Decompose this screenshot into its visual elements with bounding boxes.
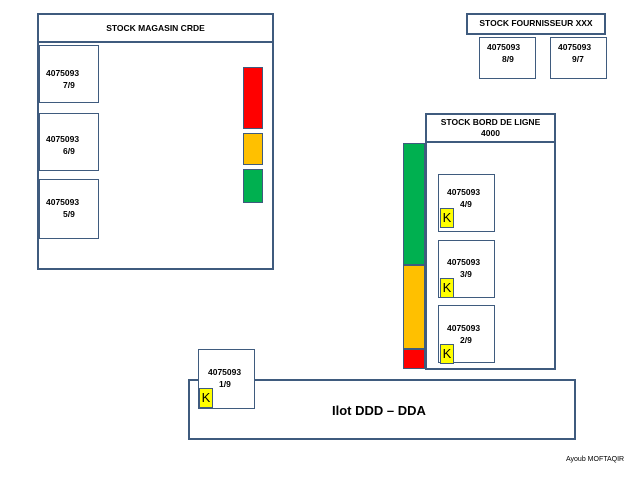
bord-card-3-num: 3/9 bbox=[460, 269, 472, 279]
ilot-title: Ilot DDD – DDA bbox=[332, 403, 426, 418]
magasin-signal-orange bbox=[243, 133, 263, 165]
magasin-signal-green bbox=[243, 169, 263, 203]
stock-bord-ligne-title-box bbox=[425, 113, 556, 143]
magasin-card-5-ref: 4075093 bbox=[46, 197, 80, 207]
bord-signal-green bbox=[403, 143, 425, 265]
bord-card-4-num: 4/9 bbox=[460, 199, 472, 209]
stock-magasin-title-box bbox=[37, 13, 274, 43]
bord-card-4-ref: 4075093 bbox=[447, 187, 481, 197]
stock-bord-ligne-title: STOCK BORD DE LIGNE bbox=[440, 117, 541, 127]
bord-card-3-ref: 4075093 bbox=[447, 257, 481, 267]
fournisseur-card-8-num: 8/9 bbox=[502, 54, 514, 64]
magasin-card-5-num: 5/9 bbox=[63, 209, 75, 219]
magasin-card-7-ref: 4075093 bbox=[46, 68, 80, 78]
magasin-card-6-num: 6/9 bbox=[63, 146, 75, 156]
fournisseur-card-9-ref: 4075093 bbox=[558, 42, 592, 52]
stock-magasin-title: STOCK MAGASIN CRDE bbox=[106, 23, 205, 33]
bord-signal-red bbox=[403, 349, 425, 369]
author-credit: Ayoub MOFTAQIR bbox=[566, 456, 625, 463]
fournisseur-card-9 bbox=[550, 37, 607, 79]
ilot-card-1-num: 1/9 bbox=[219, 379, 231, 389]
ilot-card-1-ref: 4075093 bbox=[208, 367, 242, 377]
bord-card-2-kanban-k: K bbox=[440, 344, 454, 364]
stock-fournisseur-title: STOCK FOURNISSEUR XXX bbox=[479, 18, 593, 28]
stock-fournisseur-title-box bbox=[466, 13, 606, 35]
bord-card-2-ref: 4075093 bbox=[447, 323, 481, 333]
stock-bord-ligne-subtitle: 4000 bbox=[481, 128, 500, 138]
bord-signal-orange bbox=[403, 265, 425, 349]
magasin-card-6 bbox=[39, 113, 99, 171]
magasin-card-7 bbox=[39, 45, 99, 103]
ilot-box bbox=[188, 379, 576, 440]
fournisseur-card-9-num: 9/7 bbox=[572, 54, 584, 64]
magasin-card-5 bbox=[39, 179, 99, 239]
magasin-card-6-ref: 4075093 bbox=[46, 134, 80, 144]
fournisseur-card-8 bbox=[479, 37, 536, 79]
fournisseur-card-8-ref: 4075093 bbox=[487, 42, 521, 52]
magasin-card-7-num: 7/9 bbox=[63, 80, 75, 90]
ilot-card-1-kanban-k: K bbox=[199, 388, 213, 408]
bord-card-2-num: 2/9 bbox=[460, 335, 472, 345]
magasin-signal-red bbox=[243, 67, 263, 129]
bord-card-4-kanban-k: K bbox=[440, 208, 454, 228]
bord-card-3-kanban-k: K bbox=[440, 278, 454, 298]
